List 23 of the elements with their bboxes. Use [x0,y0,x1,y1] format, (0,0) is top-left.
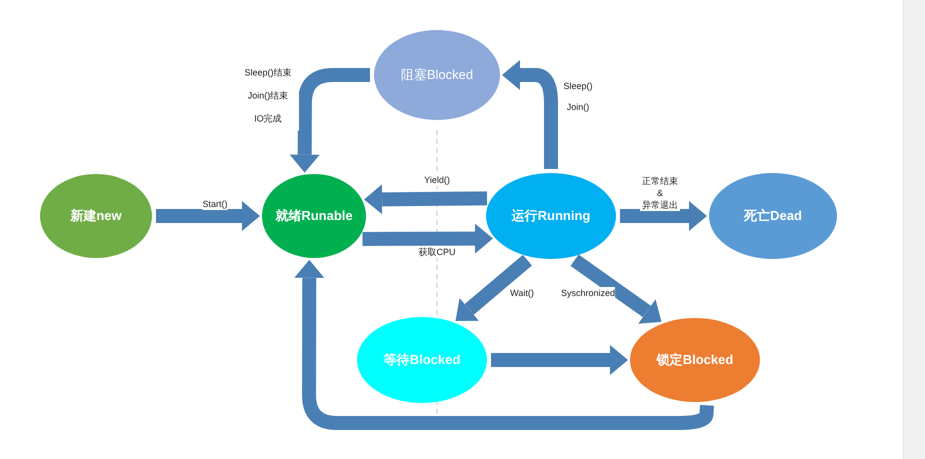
state-label: 死亡Dead [744,207,802,226]
block-arrow [364,184,488,214]
block-arrow [294,260,714,430]
block-arrow [570,254,662,324]
edge-label: Syschronized [560,287,616,299]
edge-label: 正常结束 & 异常退出 [640,175,680,211]
edge-label: 获取CPU [418,246,456,258]
state-label: 锁定Blocked [656,351,734,370]
block-arrow [290,68,370,173]
edge-label: Start() [202,198,228,210]
state-label: 运行Running [512,207,590,226]
block-arrow [491,345,628,375]
edge-label: Yield() [424,174,450,186]
block-arrow [502,60,558,169]
block-arrow [620,201,707,231]
edge-label: Wait() [510,287,534,299]
state-label: 阻塞Blocked [400,66,474,84]
block-arrow [156,201,260,231]
block-arrow [456,254,532,322]
block-arrow [362,224,493,254]
state-label: 新建new [70,207,122,226]
state-label: 就绪Runable [275,207,353,226]
state-label: 等待Blocked [384,351,460,370]
